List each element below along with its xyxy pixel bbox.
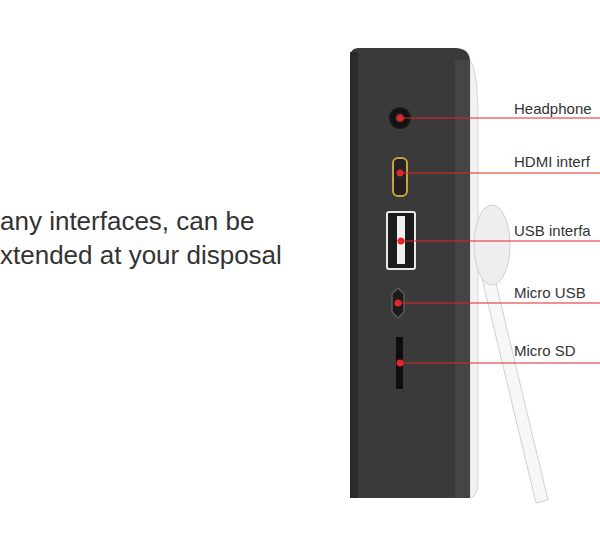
port-label: Micro SD — [514, 342, 576, 360]
headphone-port-hole — [395, 113, 405, 123]
leader-line — [401, 240, 600, 241]
leader-line — [400, 172, 600, 173]
leader-line — [400, 117, 600, 118]
leader-line — [400, 362, 600, 363]
port-label: Headphone — [514, 100, 592, 118]
headline-text: any interfaces, can be — [0, 206, 254, 237]
device-body — [350, 48, 470, 498]
stand-hinge — [474, 205, 510, 285]
micro-sd-slot — [396, 337, 403, 389]
leader-dot — [398, 238, 405, 245]
leader-dot — [397, 170, 404, 177]
leader-dot — [397, 360, 404, 367]
back-panel — [470, 60, 478, 498]
device-side — [455, 60, 470, 498]
leader-dot — [395, 300, 402, 307]
device-edge — [350, 52, 358, 498]
leader-line — [398, 302, 600, 303]
leader-dots — [395, 115, 405, 367]
leader-dot — [397, 115, 404, 122]
usb-tongue — [397, 216, 405, 264]
headline-text: xtended at your disposal — [0, 240, 282, 271]
port-label: USB interfa — [514, 222, 591, 240]
port-label: HDMI interf — [514, 153, 590, 171]
leader-lines — [398, 118, 600, 363]
hdmi-port — [393, 158, 407, 196]
port-label: Micro USB — [514, 284, 586, 302]
